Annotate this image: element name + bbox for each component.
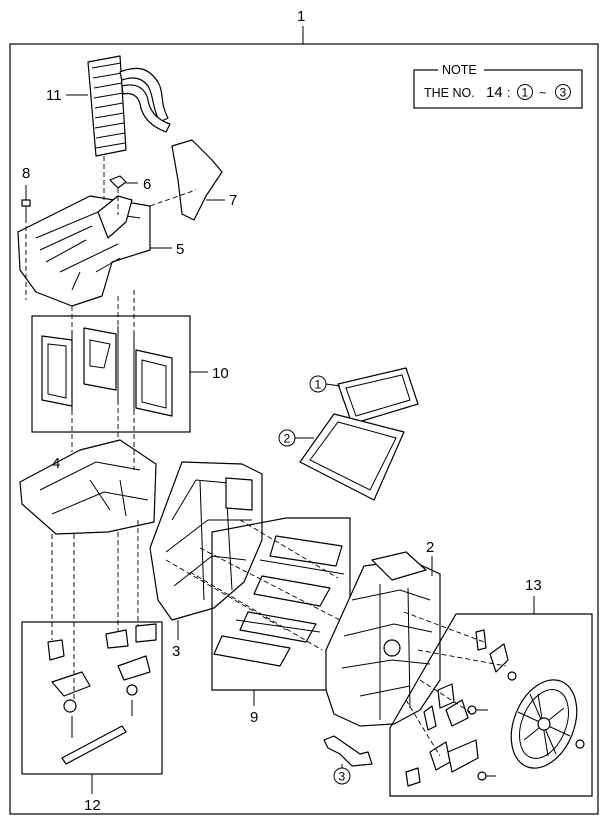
callout-5: 5 bbox=[176, 241, 184, 258]
callout-7: 7 bbox=[229, 192, 237, 209]
seal-strip bbox=[323, 735, 373, 767]
circled-1: 1 bbox=[315, 378, 322, 392]
circled-2: 2 bbox=[284, 432, 291, 446]
main-housing bbox=[325, 551, 441, 727]
screw bbox=[21, 185, 31, 218]
callout-8: 8 bbox=[22, 165, 30, 182]
doors-frame bbox=[31, 315, 191, 433]
note-circle-from bbox=[517, 84, 533, 100]
seal-ring-2 bbox=[299, 413, 405, 501]
assembly-frame bbox=[9, 43, 599, 815]
assembly-lines-right bbox=[165, 519, 507, 757]
lower-case bbox=[19, 439, 157, 535]
actuator-frame bbox=[389, 613, 593, 797]
callout-12: 12 bbox=[84, 797, 101, 814]
heater-core bbox=[87, 55, 171, 157]
actuator-parts bbox=[405, 629, 517, 787]
callout-10: 10 bbox=[212, 365, 229, 382]
callout-2: 2 bbox=[426, 539, 434, 556]
callout-6: 6 bbox=[143, 176, 151, 193]
seal-ring-1 bbox=[337, 367, 419, 425]
note-title: NOTE bbox=[442, 63, 477, 77]
left-housing bbox=[149, 461, 263, 621]
callout-1: 1 bbox=[297, 8, 305, 25]
clip bbox=[109, 175, 127, 189]
note-circle-to bbox=[555, 84, 571, 100]
note-box: NOTE THE NO. 14 : 1 ~ 3 bbox=[413, 62, 583, 109]
note-to: 3 bbox=[560, 86, 567, 100]
assembly-lines-left bbox=[25, 156, 197, 700]
filter-doors bbox=[213, 535, 345, 667]
upper-case bbox=[17, 195, 151, 307]
callout-9: 9 bbox=[250, 709, 258, 726]
link-set bbox=[47, 623, 157, 765]
note-number: 14 bbox=[486, 84, 503, 101]
callout-3-left: 3 bbox=[172, 643, 180, 660]
note-from: 1 bbox=[522, 86, 529, 100]
circled-3: 3 bbox=[339, 770, 346, 784]
callout-11: 11 bbox=[46, 87, 62, 104]
circled-3-marker bbox=[333, 767, 351, 785]
door-set bbox=[41, 326, 173, 417]
callout-4: 4 bbox=[52, 455, 60, 472]
note-colon: : bbox=[507, 86, 510, 100]
note-tilde: ~ bbox=[539, 86, 546, 100]
callout-13: 13 bbox=[525, 577, 542, 594]
seal-plate bbox=[171, 139, 223, 221]
actuator-gear bbox=[510, 679, 585, 769]
linkage-frame bbox=[21, 621, 163, 775]
note-prefix: THE NO. bbox=[424, 86, 475, 100]
